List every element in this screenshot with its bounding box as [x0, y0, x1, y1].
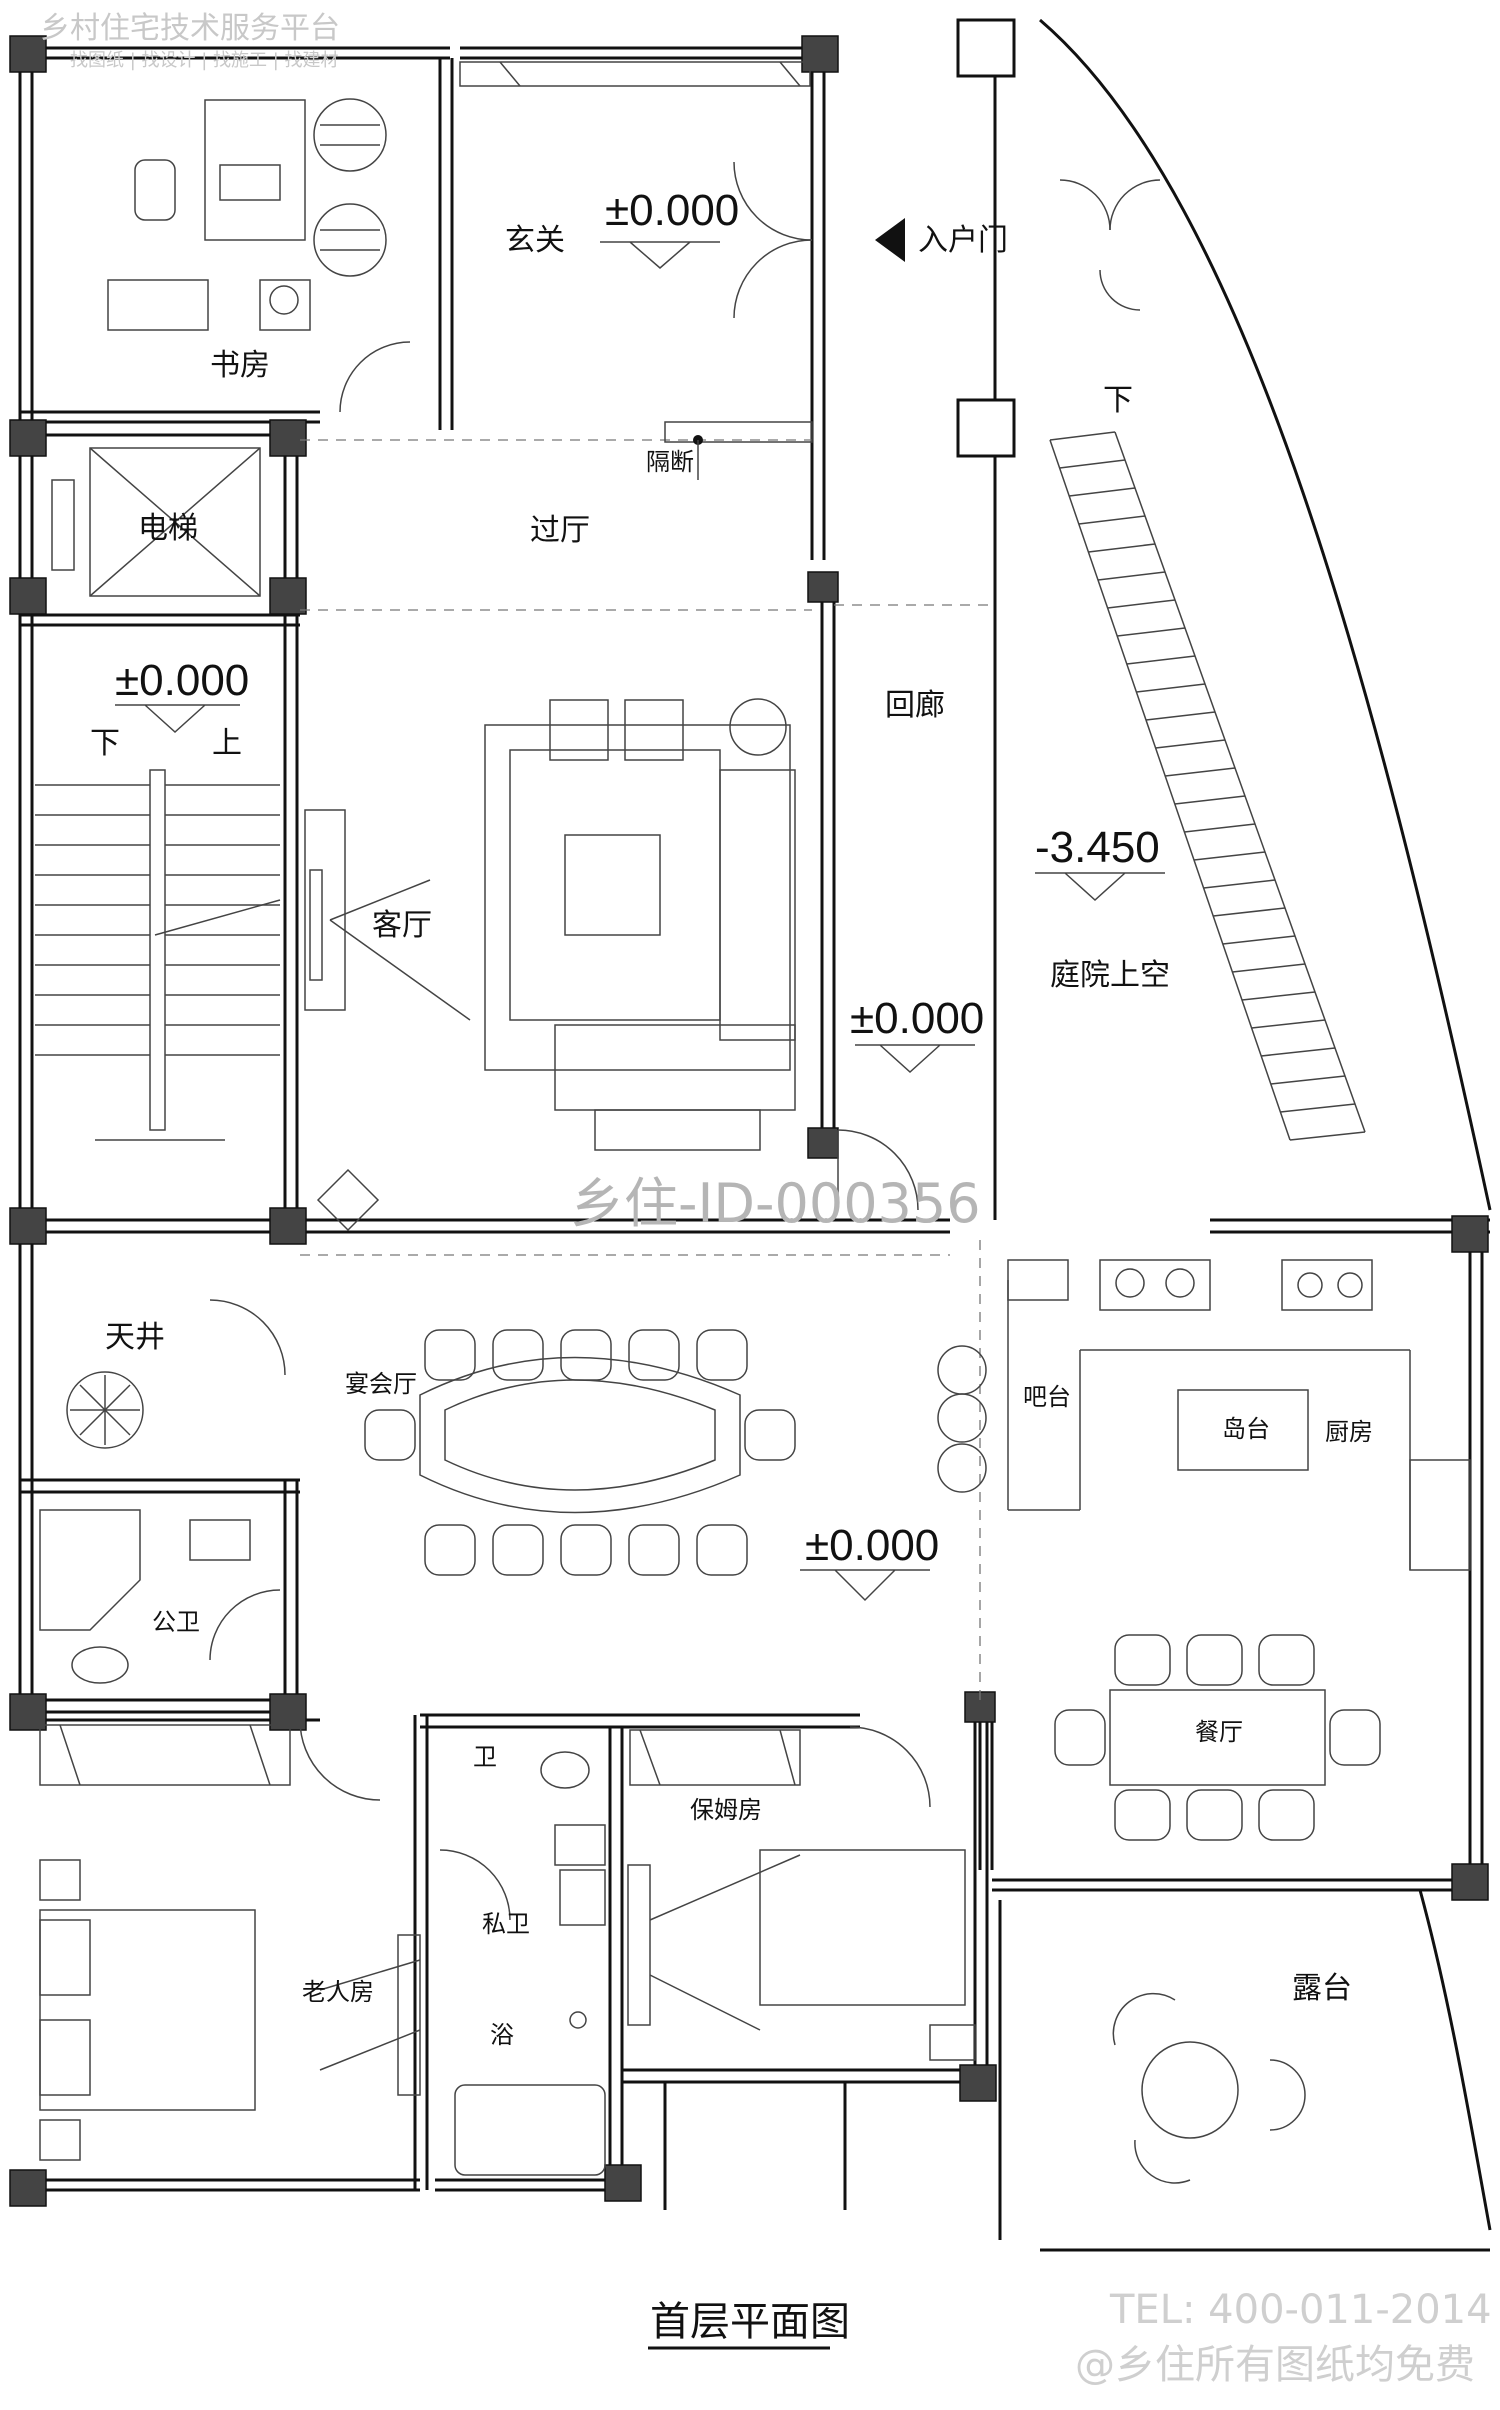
label-dining: 餐厅 — [1195, 1718, 1243, 1746]
label-nanny-room: 保姆房 — [690, 1796, 762, 1824]
elev-stair: ±0.000 — [115, 656, 249, 705]
drawing-title: 首层平面图 — [650, 2299, 850, 2345]
kitchen-fixtures — [937, 1259, 1471, 1571]
zone-lines — [300, 439, 990, 1700]
label-elevator: 电梯 — [138, 511, 198, 546]
foyer-fixtures — [459, 61, 813, 480]
label-bar: 吧台 — [1023, 1383, 1071, 1411]
label-living: 客厅 — [372, 908, 432, 943]
entry-arrow-icon — [875, 218, 905, 262]
watermark-services: 找图纸 | 找设计 | 找施工 | 找建材 — [70, 50, 339, 71]
study-furniture — [107, 98, 411, 413]
label-bath: 浴 — [490, 2021, 514, 2049]
label-public-wc: 公卫 — [152, 1608, 200, 1636]
label-entry-door: 入户门 — [918, 223, 1008, 258]
terrace-furniture — [1112, 1992, 1306, 2184]
label-kitchen: 厨房 — [1325, 1418, 1373, 1446]
footer-note: @乡住所有图纸均免费 — [1075, 2342, 1475, 2388]
label-outdoor-stair-down: 下 — [1103, 383, 1133, 418]
label-corridor: 回廊 — [885, 688, 945, 723]
elev-corridor: ±0.000 — [850, 994, 984, 1043]
label-stair-down: 下 — [90, 726, 120, 761]
footer-phone: TEL: 400-011-2014 — [1109, 2287, 1492, 2333]
label-courtyard-void: 庭院上空 — [1050, 958, 1170, 993]
watermark: 乡村住宅技术服务平台 找图纸 | 找设计 | 找施工 | 找建材 乡住-ID-0… — [40, 11, 981, 1235]
watermark-id: 乡住-ID-000356 — [570, 1172, 981, 1235]
main-stair — [35, 769, 281, 1141]
label-hall: 过厅 — [530, 513, 590, 548]
label-terrace: 露台 — [1292, 1971, 1352, 2006]
elev-courtyard: -3.450 — [1035, 823, 1160, 872]
elev-banquet: ±0.000 — [805, 1521, 939, 1570]
label-stair-up: 上 — [212, 726, 242, 761]
label-island: 岛台 — [1222, 1415, 1270, 1443]
label-wc: 卫 — [473, 1743, 497, 1771]
label-banquet: 宴会厅 — [345, 1370, 417, 1398]
nanny-room-furniture — [627, 1726, 976, 2061]
living-furniture — [304, 698, 796, 1232]
label-elder-room: 老人房 — [302, 1978, 374, 2006]
elevation-labels: ±0.000 ±0.000 ±0.000 ±0.000 -3.450 — [115, 186, 1160, 1570]
structural-columns — [9, 18, 1489, 2207]
private-wc-fixtures — [439, 1751, 606, 2176]
public-wc-fixtures — [39, 1509, 281, 1684]
watermark-platform: 乡村住宅技术服务平台 — [40, 11, 340, 46]
elev-foyer: ±0.000 — [605, 186, 739, 235]
label-study: 书房 — [210, 348, 270, 383]
courtyard-doors — [1059, 179, 1161, 311]
elevation-markers — [115, 241, 1165, 1602]
label-lightwell: 天井 — [105, 1320, 165, 1355]
banquet-table — [364, 1329, 796, 1576]
label-private-wc: 私卫 — [482, 1910, 530, 1938]
elder-room-furniture — [39, 1719, 421, 2161]
label-partition: 隔断 — [646, 448, 694, 476]
label-foyer: 玄关 — [505, 223, 565, 258]
courtyard-stair — [1049, 431, 1366, 1141]
footer: 首层平面图 TEL: 400-011-2014 @乡住所有图纸均免费 — [648, 2287, 1492, 2388]
room-labels: 书房 玄关 电梯 过厅 隔断 回廊 客厅 庭院上空 天井 宴会厅 吧台 岛台 厨… — [90, 223, 1373, 2049]
dining-table — [1054, 1634, 1381, 1841]
elevator-shaft — [51, 447, 261, 597]
corridor-door — [837, 1129, 919, 1211]
lightwell-plant — [66, 1299, 286, 1449]
